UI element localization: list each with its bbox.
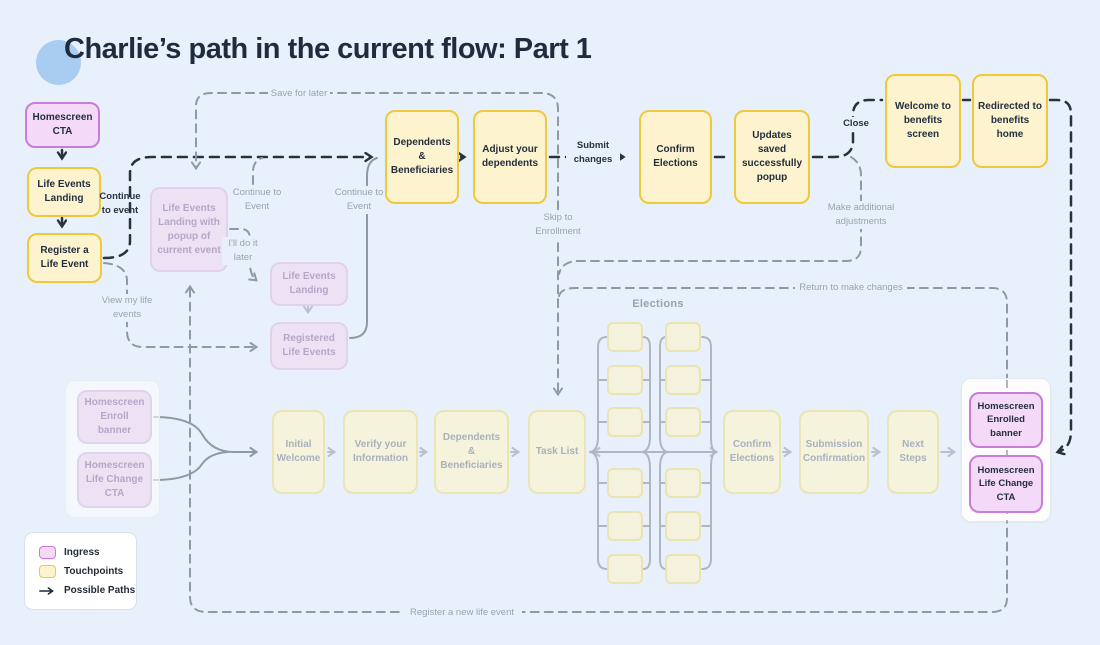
election-option-box[interactable] — [665, 322, 701, 352]
node-verify-information[interactable]: Verify your Information — [343, 410, 418, 494]
edge-label-continue-to-event-1: Continue to Event — [232, 186, 282, 214]
node-register-life-event[interactable]: Register a Life Event — [27, 233, 102, 283]
node-dependents-beneficiaries[interactable]: Dependents & Beneficiaries — [385, 110, 459, 204]
edge-label-return-to-make-changes: Return to make changes — [795, 281, 907, 295]
election-option-box[interactable] — [607, 554, 643, 584]
node-task-list[interactable]: Task List — [528, 410, 586, 494]
edge-label-view-my-life-events: View my life events — [99, 294, 155, 322]
edge-label-continue-to-event-2: Continue to Event — [334, 186, 384, 214]
node-dependents-beneficiaries-faded[interactable]: Dependents & Beneficiaries — [434, 410, 509, 494]
node-homescreen-life-change-cta[interactable]: Homescreen Life Change CTA — [77, 452, 152, 508]
node-registered-life-events[interactable]: Registered Life Events — [270, 322, 348, 370]
election-option-box[interactable] — [607, 322, 643, 352]
legend-item-ingress: Ingress — [39, 543, 136, 562]
node-adjust-dependents[interactable]: Adjust your dependents — [473, 110, 547, 204]
election-option-box[interactable] — [607, 365, 643, 395]
node-life-events-landing-faded[interactable]: Life Events Landing — [270, 262, 348, 306]
page-title: Charlie’s path in the current flow: Part… — [64, 33, 592, 65]
edge-label-register-new-life-event: Register a new life event — [402, 606, 522, 620]
node-confirm-elections-faded[interactable]: Confirm Elections — [723, 410, 781, 494]
edge-label-submit-changes: Submit changes — [566, 139, 620, 167]
node-homescreen-life-change-cta-2[interactable]: Homescreen Life Change CTA — [969, 455, 1043, 513]
node-next-steps[interactable]: Next Steps — [887, 410, 939, 494]
node-initial-welcome[interactable]: Initial Welcome — [272, 410, 325, 494]
node-redirected-benefits-home[interactable]: Redirected to benefits home — [972, 74, 1048, 168]
election-option-box[interactable] — [665, 468, 701, 498]
node-life-events-landing-popup[interactable]: Life Events Landing with popup of curren… — [150, 187, 228, 272]
election-option-box[interactable] — [665, 511, 701, 541]
title-accent-circle — [36, 40, 81, 85]
election-option-box[interactable] — [665, 365, 701, 395]
edge-label-continue-to-event-dark: Continue to event — [99, 191, 141, 216]
arrow-icon — [39, 586, 54, 595]
edge-label-save-for-later: Save for later — [268, 87, 330, 101]
ingress-swatch-icon — [39, 546, 56, 559]
edge-label-close: Close — [839, 117, 873, 131]
node-homescreen-enroll-banner[interactable]: Homescreen Enroll banner — [77, 390, 152, 444]
elections-group-label: Elections — [632, 298, 684, 310]
legend-item-touchpoints: Touchpoints — [39, 562, 136, 581]
node-homescreen-enrolled-banner[interactable]: Homescreen Enrolled banner — [969, 392, 1043, 448]
legend-item-possible-paths: Possible Paths — [39, 581, 136, 600]
node-welcome-benefits-screen[interactable]: Welcome to benefits screen — [885, 74, 961, 168]
touchpoint-swatch-icon — [39, 565, 56, 578]
node-homescreen-cta[interactable]: Homescreen CTA — [25, 102, 100, 148]
election-option-box[interactable] — [665, 407, 701, 437]
edge-label-skip-to-enrollment: Skip to Enrollment — [527, 211, 589, 239]
node-submission-confirmation[interactable]: Submission Confirmation — [799, 410, 869, 494]
edge-label-ill-do-it-later: I'll do it later — [222, 237, 264, 265]
election-option-box[interactable] — [607, 468, 643, 498]
election-option-box[interactable] — [607, 511, 643, 541]
election-option-box[interactable] — [607, 407, 643, 437]
election-option-box[interactable] — [665, 554, 701, 584]
node-life-events-landing[interactable]: Life Events Landing — [27, 167, 101, 217]
node-updates-saved-popup[interactable]: Updates saved successfully popup — [734, 110, 810, 204]
edge-label-make-additional-adjustments: Make additional adjustments — [815, 201, 907, 229]
legend: Ingress Touchpoints Possible Paths — [24, 532, 137, 610]
node-confirm-elections[interactable]: Confirm Elections — [639, 110, 712, 204]
